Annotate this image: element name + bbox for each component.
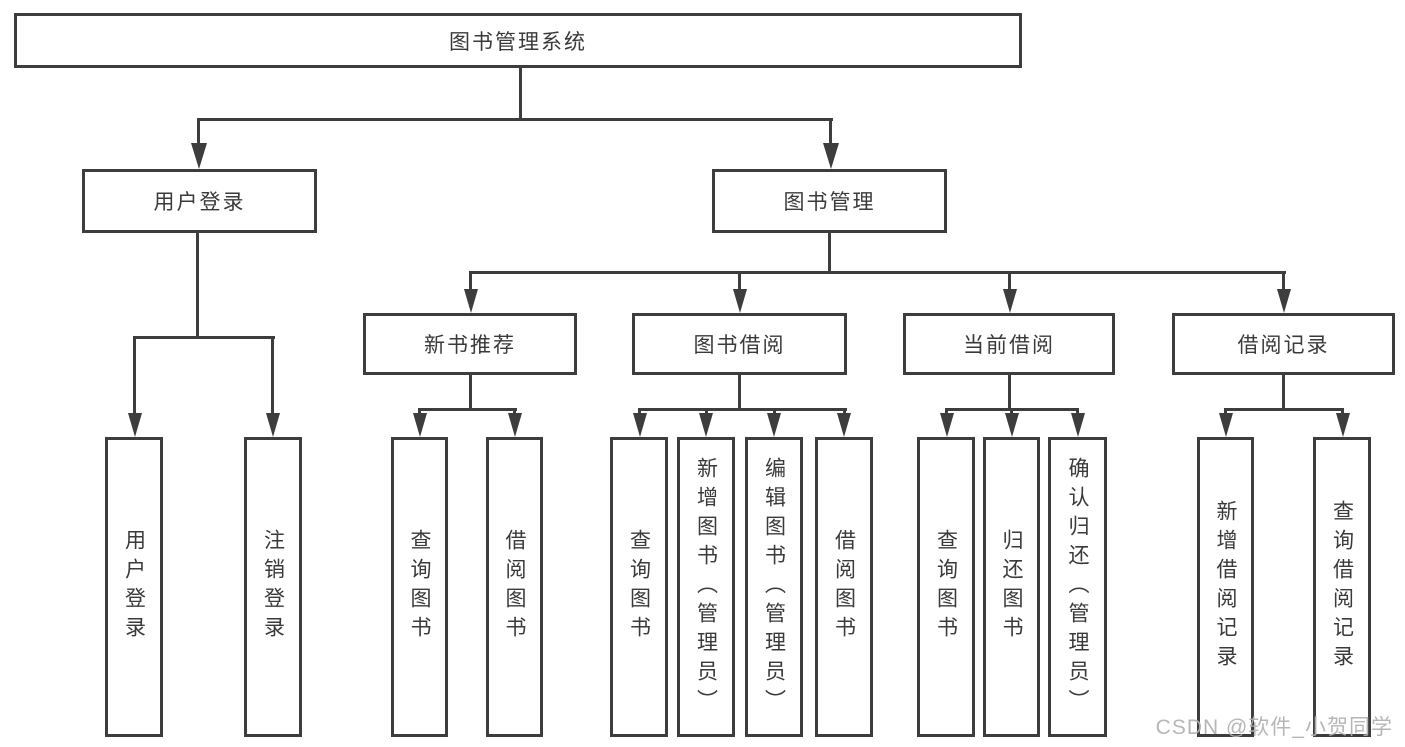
node-label: 用户登录 bbox=[122, 529, 146, 645]
node-label: 查询借阅记录 bbox=[1330, 500, 1354, 674]
connector-line bbox=[197, 120, 200, 150]
connector-line bbox=[196, 233, 199, 338]
node-label: 注销登录 bbox=[261, 529, 285, 645]
connector-line bbox=[469, 375, 472, 410]
connector-arrowhead bbox=[464, 289, 478, 313]
connector-line bbox=[133, 338, 136, 416]
connector-line bbox=[469, 273, 472, 295]
node-logout: 注销登录 bbox=[244, 437, 302, 737]
connector-arrowhead bbox=[266, 413, 280, 437]
node-new-book-recommendation: 新书推荐 bbox=[363, 313, 577, 375]
connector-arrowhead bbox=[508, 413, 522, 437]
connector-arrowhead bbox=[699, 413, 713, 437]
node-return-book: 归还图书 bbox=[983, 437, 1040, 737]
connector-line bbox=[418, 408, 517, 411]
node-label: 用户登录 bbox=[153, 191, 246, 214]
connector-arrowhead bbox=[1336, 413, 1350, 437]
connector-arrowhead bbox=[128, 413, 142, 437]
connector-arrowhead bbox=[940, 413, 954, 437]
watermark: CSDN @软件_小贺同学 bbox=[1155, 716, 1393, 739]
node-label: 借阅记录 bbox=[1237, 334, 1330, 357]
connector-line bbox=[1282, 273, 1285, 295]
node-library-management-system: 图书管理系统 bbox=[14, 13, 1022, 68]
connector-line bbox=[519, 68, 522, 120]
node-current-borrowing: 当前借阅 bbox=[903, 313, 1115, 375]
node-label: 当前借阅 bbox=[963, 334, 1055, 357]
connector-line bbox=[1224, 408, 1344, 411]
connector-line bbox=[469, 271, 1286, 274]
connector-line bbox=[945, 408, 1079, 411]
connector-line bbox=[638, 408, 847, 411]
node-label: 查询图书 bbox=[408, 529, 432, 645]
connector-arrowhead bbox=[1003, 289, 1017, 313]
node-user-login-leaf: 用户登录 bbox=[105, 437, 163, 737]
node-query-books-current: 查询图书 bbox=[917, 437, 975, 737]
connector-line bbox=[1282, 375, 1285, 410]
connector-arrowhead bbox=[633, 413, 647, 437]
connector-line bbox=[197, 118, 833, 121]
connector-line bbox=[828, 233, 831, 273]
node-label: 查询图书 bbox=[627, 529, 651, 645]
node-borrowing-records: 借阅记录 bbox=[1172, 313, 1395, 375]
node-label: 借阅图书 bbox=[832, 529, 856, 645]
node-label: 确认归还（管理员） bbox=[1066, 456, 1090, 718]
connector-line bbox=[1008, 375, 1011, 410]
node-add-borrow-record: 新增借阅记录 bbox=[1197, 437, 1254, 737]
node-book-borrowing: 图书借阅 bbox=[632, 313, 847, 375]
connector-arrowhead bbox=[191, 143, 207, 169]
connector-arrowhead bbox=[1071, 413, 1085, 437]
node-book-management-branch: 图书管理 bbox=[712, 169, 947, 233]
connector-line bbox=[738, 375, 741, 410]
node-add-book-admin: 新增图书（管理员） bbox=[677, 437, 735, 737]
connector-arrowhead bbox=[1005, 413, 1019, 437]
connector-arrowhead bbox=[733, 289, 747, 313]
node-edit-book-admin: 编辑图书（管理员） bbox=[745, 437, 803, 737]
node-label: 新增图书（管理员） bbox=[694, 456, 718, 718]
node-query-books-borrowing: 查询图书 bbox=[610, 437, 668, 737]
node-label: 图书借阅 bbox=[693, 334, 786, 357]
node-label: 新增借阅记录 bbox=[1214, 500, 1238, 674]
node-borrow-books-recommendation: 借阅图书 bbox=[486, 437, 543, 737]
node-borrow-books-leaf: 借阅图书 bbox=[815, 437, 873, 737]
node-label: 图书管理系统 bbox=[449, 30, 587, 54]
connector-arrowhead bbox=[837, 413, 851, 437]
connector-arrowhead bbox=[1277, 289, 1291, 313]
connector-line bbox=[271, 338, 274, 416]
connector-line bbox=[738, 273, 741, 295]
connector-arrowhead bbox=[1219, 413, 1233, 437]
node-label: 查询图书 bbox=[934, 529, 958, 645]
node-confirm-return-admin: 确认归还（管理员） bbox=[1048, 437, 1107, 737]
connector-line bbox=[829, 120, 832, 150]
node-label: 图书管理 bbox=[783, 191, 876, 214]
node-query-books-recommendation: 查询图书 bbox=[391, 437, 448, 737]
node-query-borrow-record: 查询借阅记录 bbox=[1313, 437, 1371, 737]
node-label: 新书推荐 bbox=[424, 334, 516, 357]
node-label: 归还图书 bbox=[1000, 529, 1024, 645]
node-label: 借阅图书 bbox=[503, 529, 527, 645]
connector-arrowhead bbox=[767, 413, 781, 437]
node-user-login-branch: 用户登录 bbox=[82, 169, 317, 233]
connector-arrowhead bbox=[823, 143, 839, 169]
connector-line bbox=[133, 336, 275, 339]
connector-line bbox=[1008, 273, 1011, 295]
connector-arrowhead bbox=[413, 413, 427, 437]
node-label: 编辑图书（管理员） bbox=[762, 456, 786, 718]
